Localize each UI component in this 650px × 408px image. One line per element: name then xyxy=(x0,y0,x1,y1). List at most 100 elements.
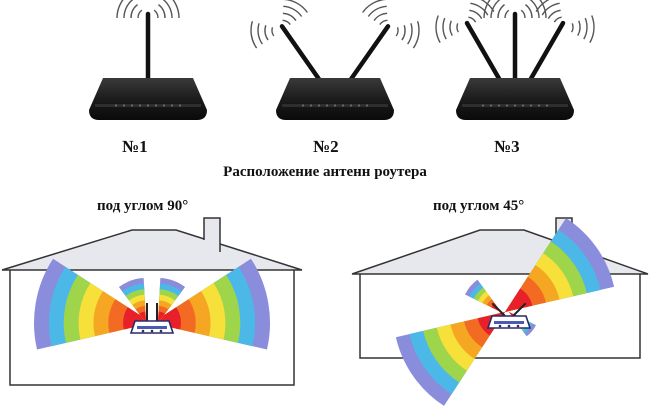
status-light-icon xyxy=(130,104,134,107)
status-light-icon xyxy=(529,104,533,107)
wifi-signal-icon xyxy=(442,17,447,40)
wifi-signal-icon xyxy=(395,27,399,37)
wifi-signal-icon xyxy=(524,4,533,19)
wifi-signal-icon xyxy=(264,25,269,41)
wifi-signal-icon xyxy=(282,12,297,21)
wifi-signal-icon xyxy=(379,19,388,26)
status-light-icon xyxy=(365,104,369,107)
status-light-icon xyxy=(170,104,174,107)
wifi-signal-icon xyxy=(283,5,303,17)
status-light-icon xyxy=(537,104,541,107)
status-light-icon xyxy=(489,104,493,107)
router-2-icon xyxy=(250,0,420,120)
router-body xyxy=(276,78,394,120)
wifi-signal-icon xyxy=(373,12,388,21)
wifi-signal-icon xyxy=(583,17,588,40)
antenna xyxy=(526,20,566,85)
signal-band xyxy=(505,288,533,312)
router-3-label: №3 xyxy=(494,137,520,156)
router-1-icon xyxy=(89,0,207,120)
status-light-icon xyxy=(146,104,150,107)
status-light-icon xyxy=(325,104,329,107)
wifi-signal-icon xyxy=(412,21,420,49)
status-light-icon xyxy=(498,324,502,328)
status-light-icon xyxy=(497,104,501,107)
status-light-icon xyxy=(122,104,126,107)
wifi-signal-icon xyxy=(123,0,134,19)
house-right-label: под углом 45° xyxy=(433,198,525,214)
wifi-signal-icon xyxy=(520,9,526,19)
wifi-signal-icon xyxy=(282,19,291,26)
status-light-icon xyxy=(513,104,517,107)
status-light-icon xyxy=(516,324,520,328)
wifi-signal-icon xyxy=(153,9,159,19)
wifi-signal-icon xyxy=(469,9,483,20)
status-light-icon xyxy=(162,104,166,107)
antenna xyxy=(346,24,391,85)
router-body xyxy=(456,78,574,120)
wifi-signal-icon xyxy=(470,2,489,16)
wifi-signal-icon xyxy=(483,0,491,19)
status-light-icon xyxy=(138,104,142,107)
status-light-icon xyxy=(521,104,525,107)
wifi-signal-icon xyxy=(456,23,459,33)
wifi-signal-icon xyxy=(435,15,441,43)
wifi-signal-icon xyxy=(367,5,387,17)
status-light-icon xyxy=(341,104,345,107)
wifi-signal-icon xyxy=(553,16,562,23)
status-light-icon xyxy=(481,104,485,107)
status-light-icon xyxy=(317,104,321,107)
router-body xyxy=(89,78,207,120)
antenna xyxy=(491,302,506,317)
wifi-signal-icon xyxy=(172,0,180,19)
wifi-signal-icon xyxy=(490,0,501,19)
wifi-signal-icon xyxy=(162,0,173,19)
wifi-signal-icon xyxy=(362,0,387,13)
antenna xyxy=(512,302,527,317)
wifi-signal-icon xyxy=(283,0,308,13)
status-light-icon xyxy=(505,104,509,107)
chimney xyxy=(203,217,221,252)
status-light-icon xyxy=(141,329,145,333)
wifi-signal-icon xyxy=(539,0,547,19)
status-light-icon xyxy=(333,104,337,107)
wifi-signal-icon xyxy=(257,23,263,45)
house-left-label: под углом 90° xyxy=(97,198,189,214)
router-panel xyxy=(494,321,524,324)
wifi-signal-icon xyxy=(589,15,595,43)
antenna xyxy=(464,20,504,85)
status-light-icon xyxy=(301,104,305,107)
router-panel xyxy=(137,326,167,329)
wifi-signal-icon xyxy=(116,0,124,19)
status-light-icon xyxy=(507,324,511,328)
status-light-icon xyxy=(150,329,154,333)
wifi-signal-icon xyxy=(449,20,453,36)
wifi-signal-icon xyxy=(529,0,540,19)
wifi-signal-icon xyxy=(271,27,275,37)
wifi-signal-icon xyxy=(480,0,495,12)
wifi-signal-icon xyxy=(541,2,560,16)
wifi-signal-icon xyxy=(137,9,143,19)
status-light-icon xyxy=(159,329,163,333)
router-1-label: №1 xyxy=(122,137,148,156)
status-light-icon xyxy=(349,104,353,107)
wifi-signal-icon xyxy=(577,20,581,36)
status-light-icon xyxy=(357,104,361,107)
wifi-signal-icon xyxy=(497,4,506,19)
signal-band xyxy=(139,311,146,323)
status-light-icon xyxy=(309,104,313,107)
wifi-signal-icon xyxy=(250,21,258,49)
wifi-signal-icon xyxy=(571,23,574,33)
status-light-icon xyxy=(154,104,158,107)
wifi-signal-icon xyxy=(401,25,406,41)
antenna xyxy=(279,24,324,85)
router-2-label: №2 xyxy=(313,137,339,156)
wifi-signal-icon xyxy=(407,23,413,45)
router-3-icon xyxy=(435,0,595,120)
status-light-icon xyxy=(178,104,182,107)
wifi-signal-icon xyxy=(535,0,550,12)
status-light-icon xyxy=(114,104,118,107)
diagram-caption: Расположение антенн роутера xyxy=(223,164,427,180)
house-left-icon xyxy=(1,217,303,386)
